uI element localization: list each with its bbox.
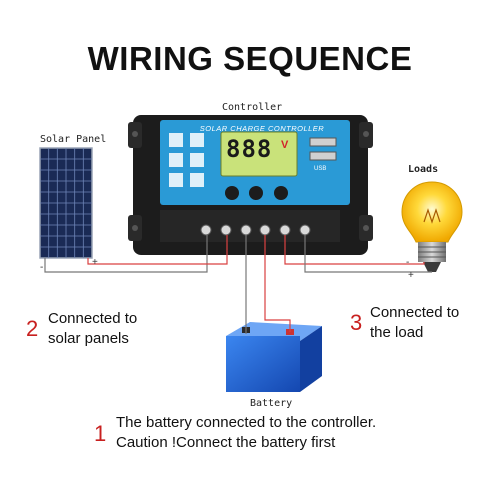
charge-controller — [128, 115, 373, 255]
step-1-number: 1 — [94, 421, 107, 446]
step-3-line-2: the load — [370, 324, 424, 341]
usb-label: USB — [314, 166, 327, 172]
lcd-unit: V — [281, 139, 289, 151]
solar-panel-label: Solar Panel — [40, 134, 107, 145]
solar-minus-marker: - — [40, 262, 44, 273]
step-3-number: 3 — [350, 310, 363, 335]
wires — [44, 235, 432, 334]
load-plus-marker: + — [408, 270, 414, 281]
step-2-number: 2 — [26, 316, 39, 341]
step-2-line-2: solar panels — [48, 330, 129, 347]
step-2-text: Connected to solar panels — [48, 309, 137, 349]
battery — [226, 322, 322, 392]
step-3-text: Connected to the load — [370, 303, 459, 343]
solar-plus-marker: + — [92, 257, 98, 268]
solar-panel — [39, 147, 93, 259]
lcd-digits: 888 — [226, 135, 273, 163]
light-bulb — [401, 181, 463, 272]
load-minus-marker: - — [406, 257, 410, 268]
step-3-line-1: Connected to — [370, 304, 460, 321]
step-1-line-1: The battery connected to the controller. — [116, 414, 377, 431]
loads-label: Loads — [408, 164, 439, 175]
step-1-text: The battery connected to the controller.… — [116, 413, 376, 453]
controller-header-text: SOLAR CHARGE CONTROLLER — [199, 124, 325, 133]
battery-label: Battery — [250, 398, 293, 409]
step-1-line-2: Caution !Connect the battery first — [116, 434, 336, 451]
step-2-line-1: Connected to — [48, 310, 138, 327]
controller-label: Controller — [222, 102, 283, 113]
diagram-title: WIRING SEQUENCE — [87, 40, 413, 77]
